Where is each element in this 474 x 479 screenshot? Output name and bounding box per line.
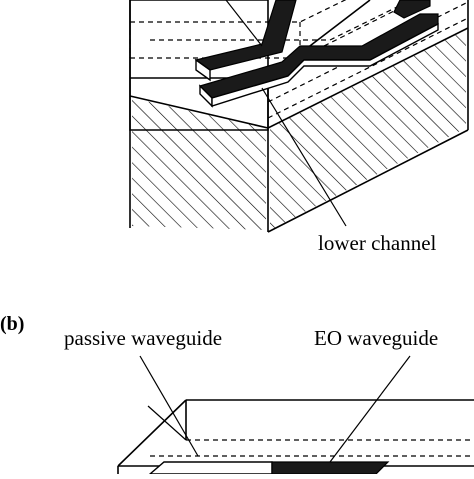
upper-channel [194,0,297,82]
leader-line-passive [139,355,199,457]
lower-channel-label: lower channel [318,231,437,255]
substrate-right-hatch [270,30,466,230]
panel-a-device [129,0,469,233]
layer-boundary-right [267,27,469,129]
substrate-front-hatch [132,98,266,230]
layer-boundary-front [129,95,269,129]
leader-line-eo [329,355,411,463]
passive-waveguide-label: passive waveguide [64,326,222,350]
eo-waveguide-label: EO waveguide [314,326,438,350]
leader-line-upper [225,0,263,47]
upper-channel-end [393,0,431,19]
panel-b-label: (b) [0,313,24,335]
panel-b-device [117,399,474,475]
box-bottom-right-edge [267,129,469,233]
leader-line-lower [261,87,347,227]
